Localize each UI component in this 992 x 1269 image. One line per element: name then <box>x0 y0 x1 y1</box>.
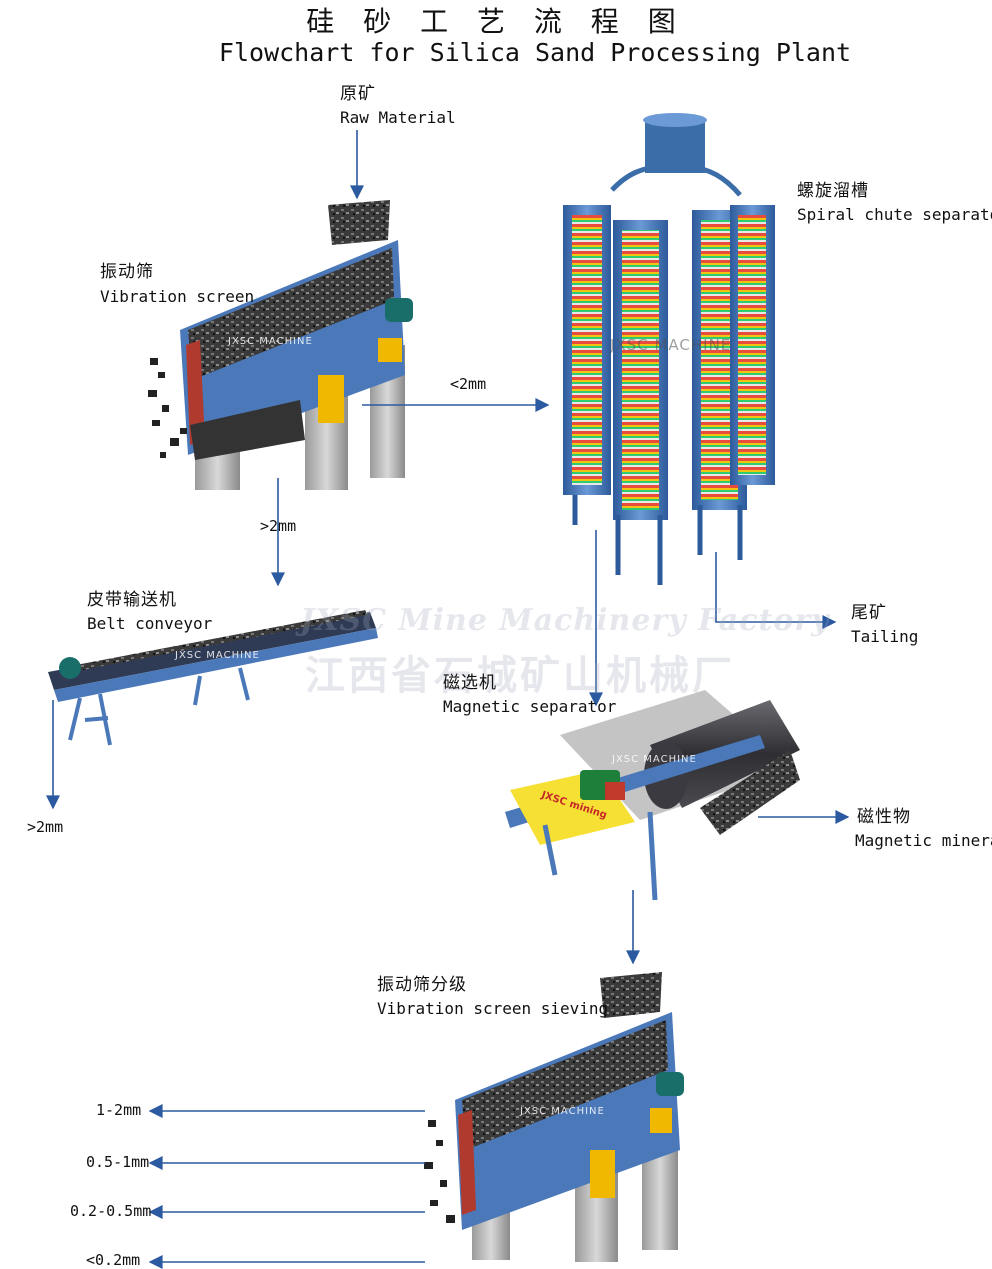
raw-material-zh: 原矿 <box>340 84 376 104</box>
screen-sieving-zh: 振动筛分级 <box>377 975 467 995</box>
badge-screen: JXSC MACHINE <box>228 336 313 347</box>
magnetic-separator-en: Magnetic separator <box>443 697 617 716</box>
vibration-screen-illustration <box>148 200 413 490</box>
magnetic-separator-zh: 磁选机 <box>443 673 497 693</box>
belt-conveyor-zh: 皮带输送机 <box>87 590 177 610</box>
spiral-chute-en: Spiral chute separator <box>797 205 992 224</box>
tailing-en: Tailing <box>851 627 919 646</box>
watermark-en: JXSC Mine Machinery Factory <box>300 603 830 638</box>
magnetic-separator-illustration <box>505 690 800 901</box>
belt-conveyor-illustration <box>48 610 378 746</box>
vibration-screen-zh: 振动筛 <box>100 262 154 282</box>
output-label-2: 0.5-1mm <box>86 1153 150 1171</box>
output-label-1: 1-2mm <box>96 1101 142 1119</box>
flow-label-lt2mm: <2mm <box>450 375 487 393</box>
magnetic-mineral-zh: 磁性物 <box>857 807 911 827</box>
spiral-chute-illustration <box>563 113 775 585</box>
magnetic-mineral-en: Magnetic mineral <box>855 831 992 850</box>
flow-label-gt2mm: >2mm <box>260 517 297 535</box>
flow-label-belt-gt2mm: >2mm <box>27 818 64 836</box>
title-en: Flowchart for Silica Sand Processing Pla… <box>218 38 852 67</box>
raw-material-en: Raw Material <box>340 108 456 127</box>
vibration-screen-sieving-illustration <box>424 972 684 1262</box>
tailing-zh: 尾矿 <box>851 603 887 623</box>
belt-conveyor-en: Belt conveyor <box>87 614 213 633</box>
title-zh: 硅 砂 工 艺 流 程 图 <box>306 5 686 38</box>
badge-belt: JXSC MACHINE <box>175 650 260 661</box>
badge-sieving: JXSC MACHINE <box>520 1106 605 1117</box>
output-label-3: 0.2-0.5mm <box>70 1202 152 1220</box>
badge-spiral: JXSC MACHINE <box>610 336 732 354</box>
badge-magnetic: JXSC MACHINE <box>612 754 697 765</box>
spiral-chute-zh: 螺旋溜槽 <box>797 181 869 201</box>
vibration-screen-en: Vibration screen <box>100 287 255 306</box>
output-label-4: <0.2mm <box>86 1251 141 1269</box>
arrow-spiral-to-tailing <box>715 552 837 629</box>
watermark-zh: 江西省石城矿山机械厂 <box>305 652 735 699</box>
screen-sieving-en: Vibration screen sieving <box>377 999 609 1018</box>
flow-arrows <box>46 130 850 1269</box>
